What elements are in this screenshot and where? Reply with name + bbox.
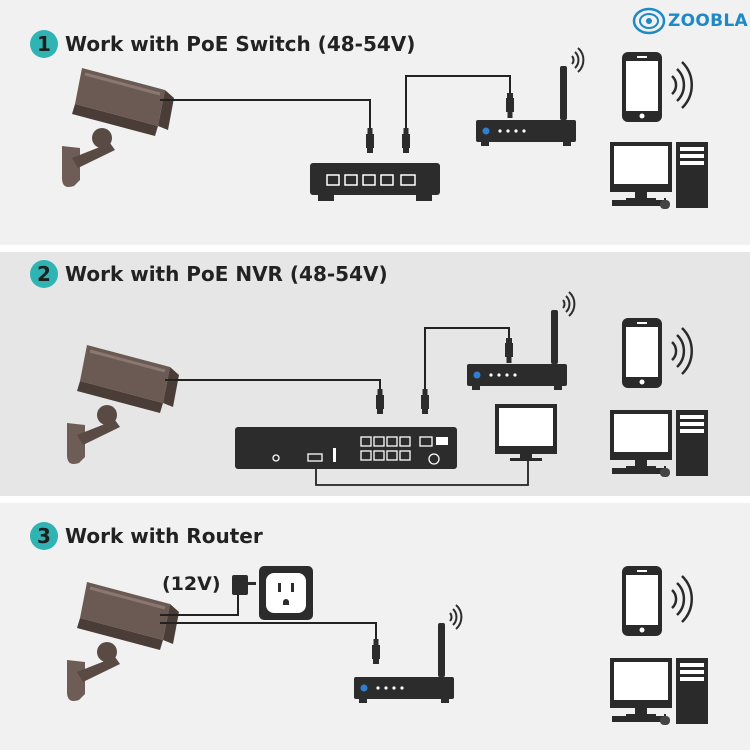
camera-icon — [65, 580, 181, 703]
router-icon — [466, 291, 576, 391]
smartphone-icon — [620, 316, 694, 390]
zoobla-logo-icon — [632, 7, 666, 35]
section-number-badge: 1 — [30, 30, 58, 58]
section-title: Work with Router — [65, 524, 263, 548]
desktop-computer-icon — [609, 657, 709, 726]
section-number-badge: 2 — [30, 260, 58, 288]
router-icon — [353, 604, 463, 704]
desktop-computer-icon — [609, 409, 709, 478]
brand-name: ZOOBLA — [668, 11, 748, 31]
section-heading-3: 3 Work with Router — [30, 520, 263, 552]
wall-outlet-icon — [259, 566, 313, 620]
poe-switch-icon — [310, 163, 440, 201]
power-adapter-icon — [232, 575, 256, 595]
camera-icon — [65, 343, 181, 466]
section-number-badge: 3 — [30, 522, 58, 550]
nvr-icon — [235, 427, 457, 469]
router-icon — [475, 47, 585, 147]
smartphone-icon — [620, 50, 694, 124]
section-heading-1: 1 Work with PoE Switch (48-54V) — [30, 28, 415, 60]
brand-logo: ZOOBLA — [632, 6, 748, 36]
desktop-computer-icon — [609, 141, 709, 210]
section-title: Work with PoE NVR (48-54V) — [65, 262, 388, 286]
smartphone-icon — [620, 564, 694, 638]
section-title: Work with PoE Switch (48-54V) — [65, 32, 416, 56]
camera-icon — [60, 66, 176, 189]
section-heading-2: 2 Work with PoE NVR (48-54V) — [30, 258, 388, 290]
power-voltage-label: (12V) — [162, 573, 221, 595]
monitor-icon — [495, 404, 557, 461]
